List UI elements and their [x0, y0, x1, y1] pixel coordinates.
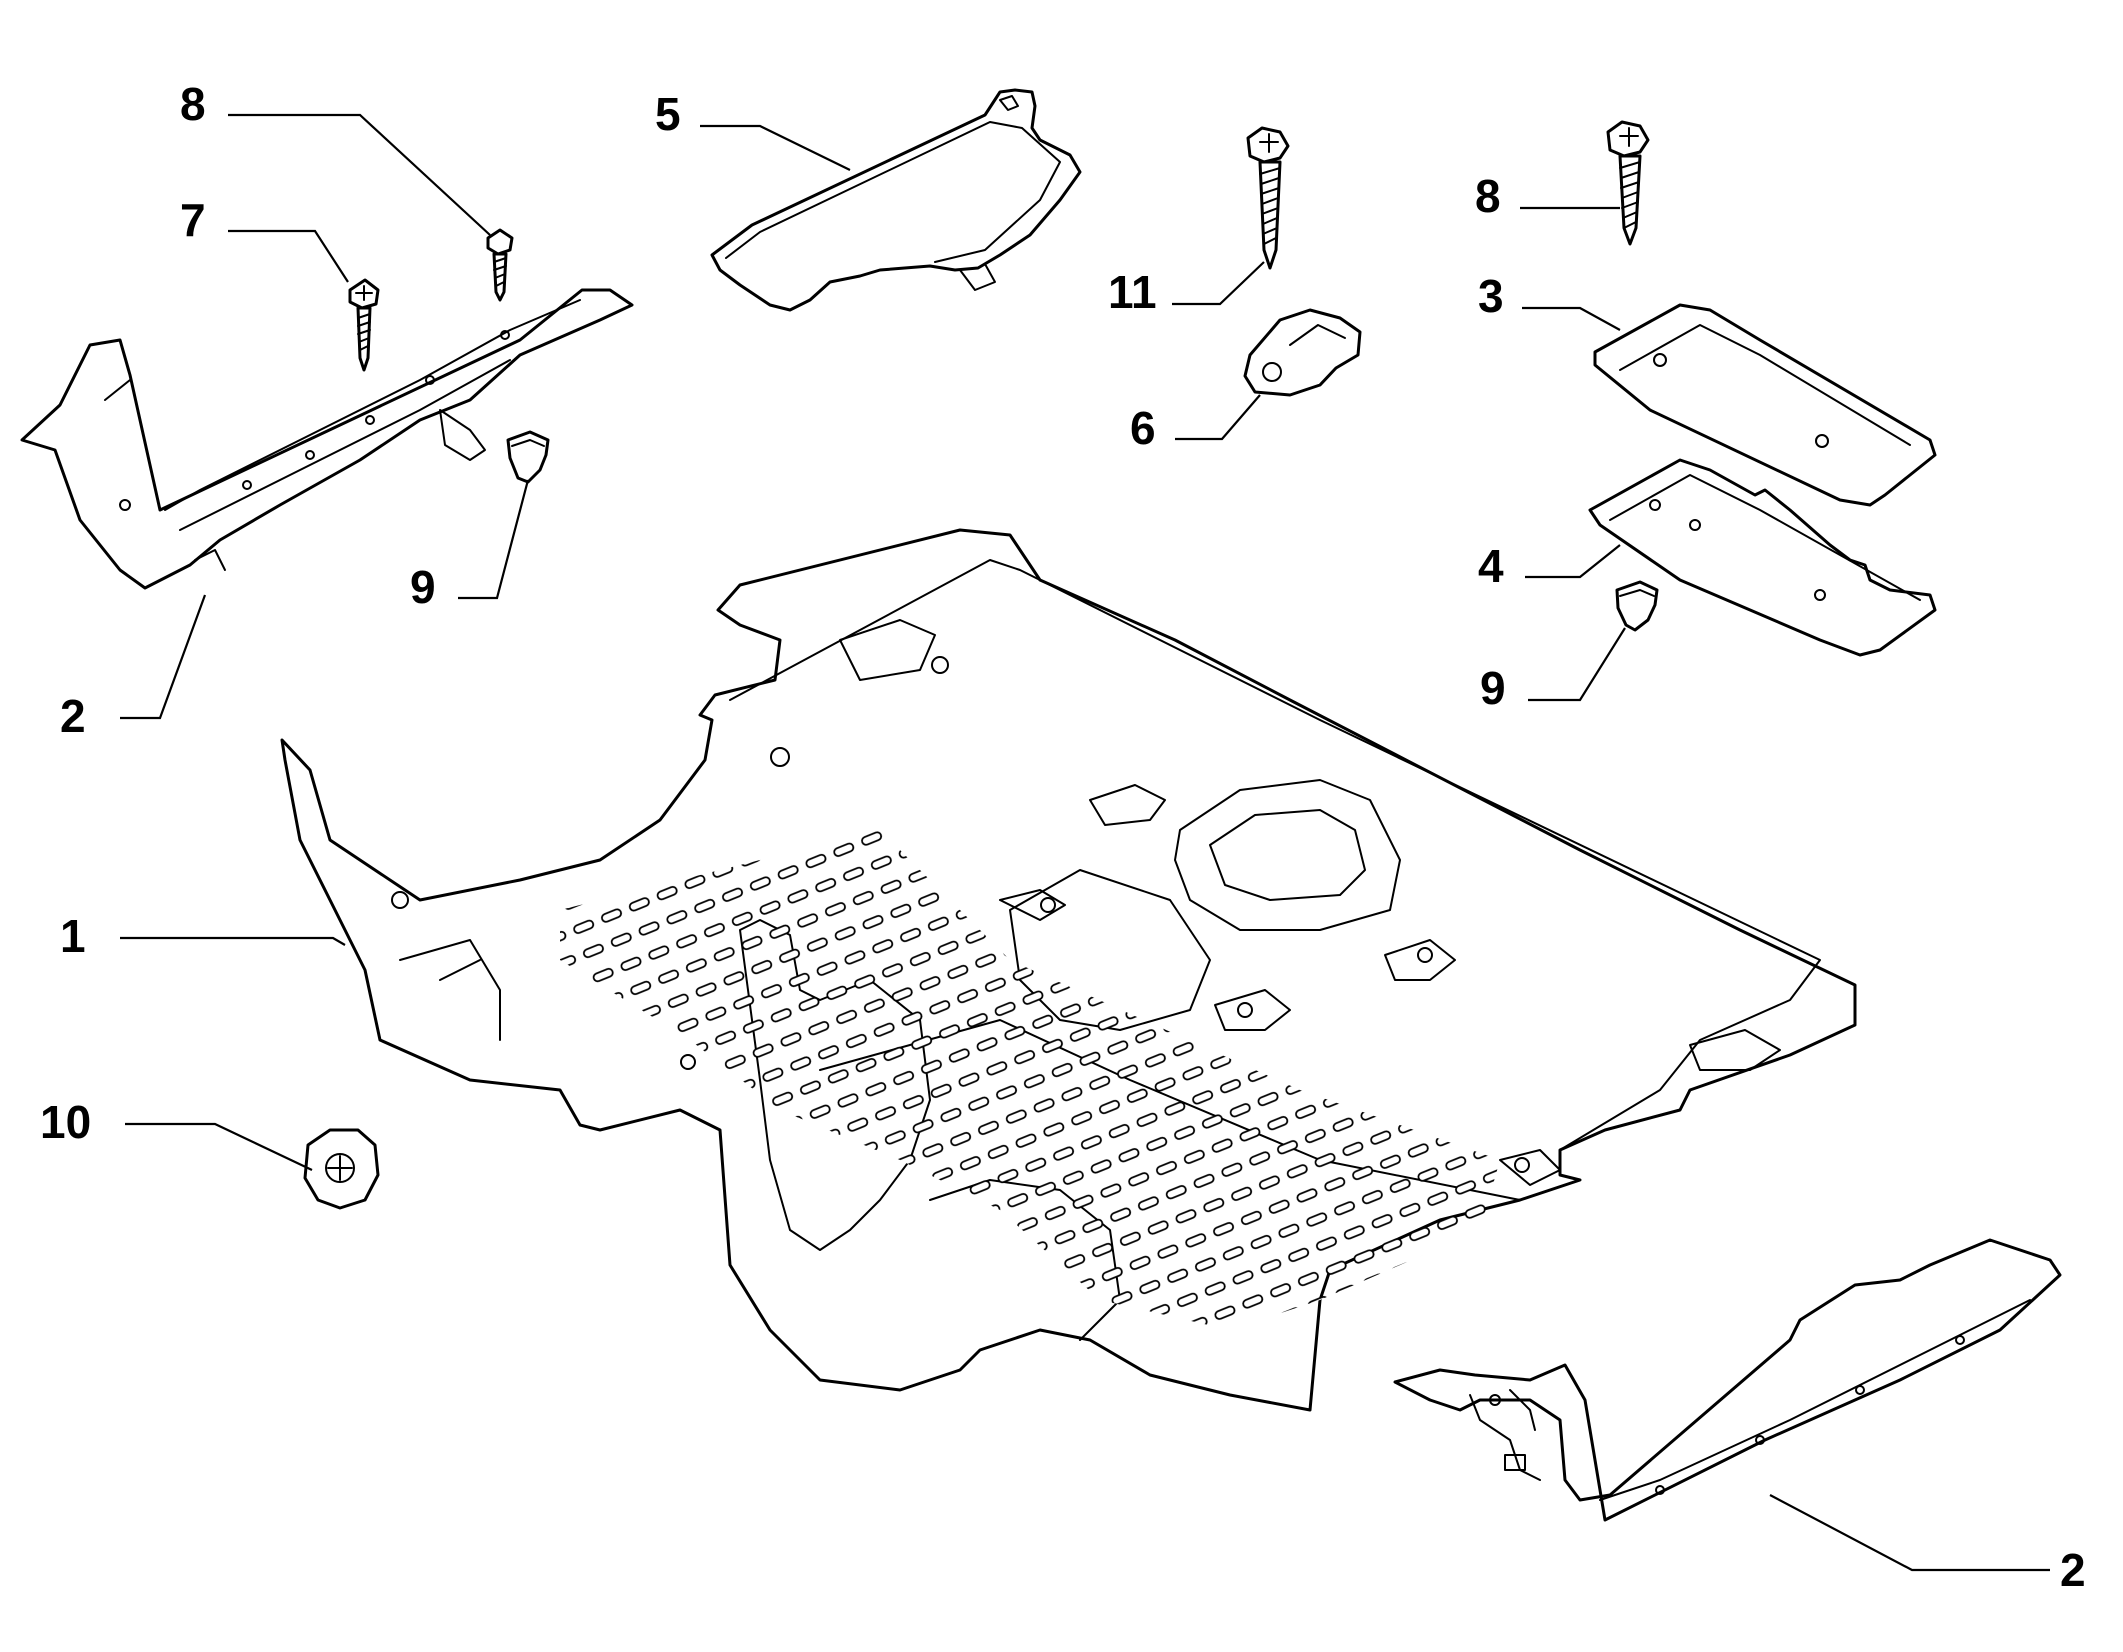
leader-line-7 — [228, 229, 349, 283]
callout-labels: 1 2 2 3 4 5 6 7 8 8 9 9 10 11 — [40, 78, 2086, 1596]
leader-line-3 — [1522, 306, 1621, 331]
callout-2-right: 2 — [2060, 1544, 2086, 1596]
leader-line-1 — [120, 936, 346, 946]
screw-part-8-right — [1606, 120, 1650, 246]
leader-line-9-left — [458, 479, 530, 600]
callout-5: 5 — [655, 88, 681, 140]
floor-panel-part-1 — [280, 528, 1857, 1412]
callout-8-left: 8 — [180, 78, 206, 130]
callout-9-right: 9 — [1480, 662, 1506, 714]
cover-plate-part-3 — [1593, 303, 1937, 507]
leader-line-11 — [1172, 261, 1265, 306]
sill-trim-left-part-2 — [20, 288, 634, 590]
leader-line-2-right — [1769, 1494, 2050, 1572]
screw-part-11 — [1246, 126, 1290, 270]
callout-1: 1 — [60, 910, 86, 962]
tab-washer-part-6 — [1243, 308, 1362, 397]
leader-line-2-left — [120, 594, 207, 720]
leader-line-4 — [1525, 544, 1621, 579]
panel-part-5 — [710, 88, 1082, 312]
callout-9-left: 9 — [410, 561, 436, 613]
leader-line-5 — [700, 124, 851, 171]
callout-3: 3 — [1478, 270, 1504, 322]
leader-lines — [120, 113, 2050, 1572]
callout-8-right: 8 — [1475, 170, 1501, 222]
callout-10: 10 — [40, 1096, 91, 1148]
callout-6: 6 — [1130, 402, 1156, 454]
bracket-plate-part-4 — [1588, 458, 1937, 657]
screw-part-8-left — [486, 228, 514, 302]
sill-trim-right-part-2 — [1393, 1238, 2062, 1522]
callout-11: 11 — [1108, 266, 1157, 318]
clip-part-9-right — [1615, 580, 1659, 632]
leader-line-8-left — [228, 113, 491, 236]
screw-part-7 — [348, 278, 380, 372]
clip-part-9-left — [506, 430, 550, 484]
leader-line-6 — [1175, 394, 1261, 441]
leader-line-10 — [125, 1122, 313, 1171]
callout-2-left: 2 — [60, 690, 86, 742]
callout-4: 4 — [1478, 540, 1504, 592]
callout-7: 7 — [180, 194, 206, 246]
push-nut-part-10 — [303, 1128, 380, 1210]
leader-line-9-right — [1528, 627, 1626, 702]
